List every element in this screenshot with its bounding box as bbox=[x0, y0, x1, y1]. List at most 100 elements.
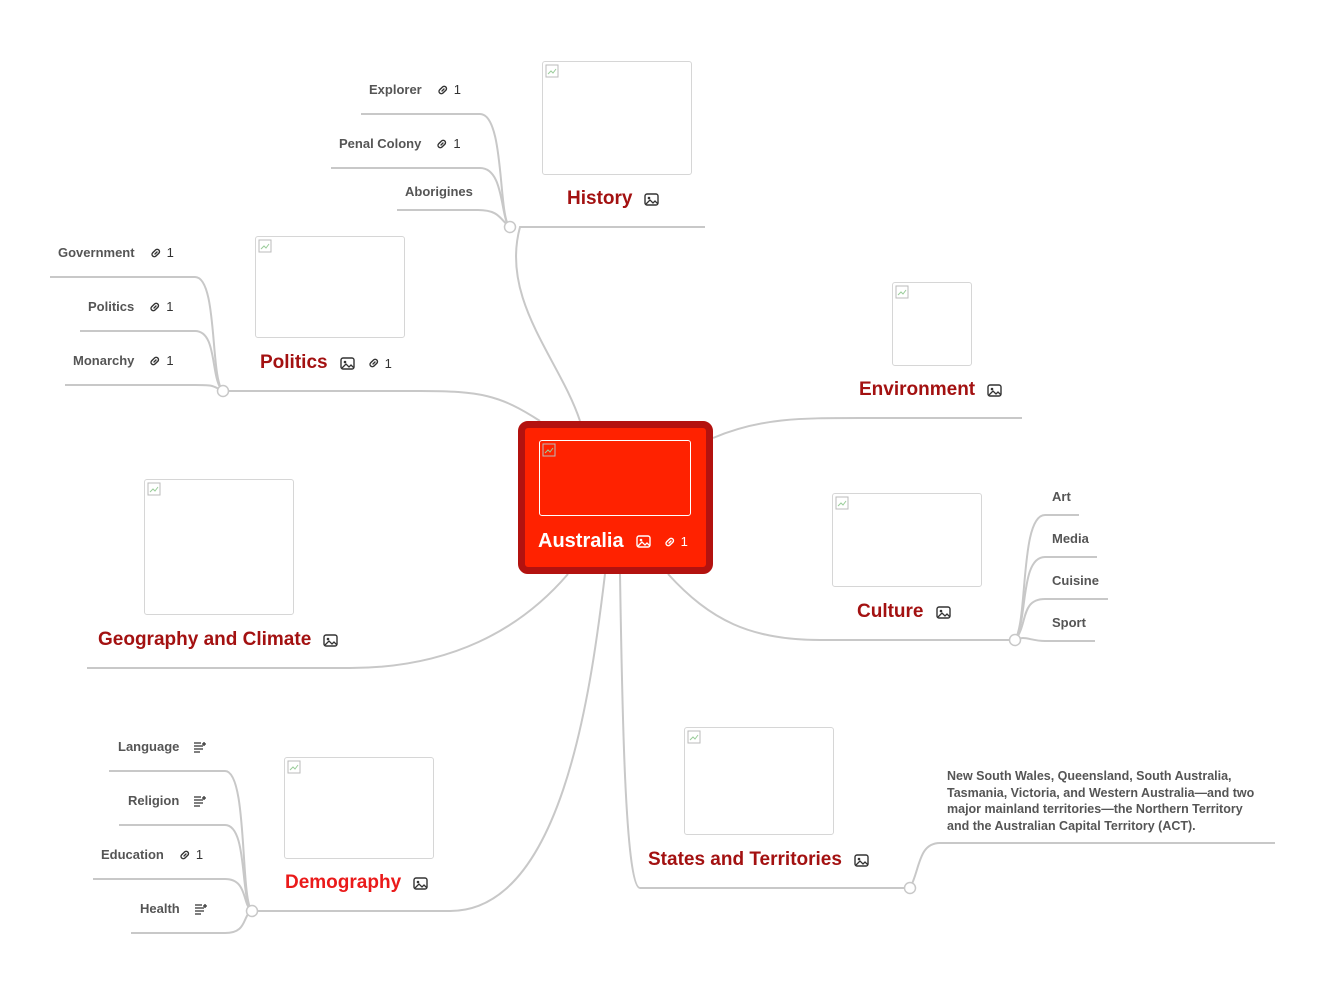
link-badge[interactable]: 1 bbox=[436, 82, 461, 97]
subtopic-cuisine[interactable]: Cuisine bbox=[1052, 573, 1099, 588]
topic-culture[interactable]: Culture bbox=[857, 601, 951, 623]
link-badge[interactable]: 1 bbox=[663, 534, 688, 549]
broken-image-icon bbox=[287, 760, 301, 774]
states-collapse-handle[interactable] bbox=[903, 881, 917, 895]
subtopic-label: Health bbox=[140, 901, 180, 916]
subtopic-label: Aborigines bbox=[405, 184, 473, 199]
link-count: 1 bbox=[453, 136, 461, 151]
subtopic-label: Language bbox=[118, 739, 180, 754]
broken-image-icon bbox=[687, 730, 701, 744]
subtopic-explorer[interactable]: Explorer 1 bbox=[369, 82, 461, 97]
link-icon bbox=[437, 139, 447, 148]
topic-label: Geography and Climate bbox=[98, 629, 312, 650]
topic-label: Environment bbox=[859, 379, 976, 400]
link-count: 1 bbox=[166, 299, 174, 314]
link-count: 1 bbox=[680, 534, 688, 549]
states-description-note[interactable]: New South Wales, Queensland, South Austr… bbox=[947, 769, 1255, 833]
topic-label: Demography bbox=[285, 872, 402, 893]
link-icon bbox=[664, 537, 674, 546]
subtopic-government[interactable]: Government 1 bbox=[58, 245, 174, 260]
broken-image-icon bbox=[147, 482, 161, 496]
link-badge[interactable]: 1 bbox=[178, 847, 203, 862]
topic-demography[interactable]: Demography bbox=[285, 872, 428, 894]
image-icon[interactable] bbox=[413, 876, 428, 890]
link-badge[interactable]: 1 bbox=[148, 299, 173, 314]
broken-image-icon bbox=[835, 496, 849, 510]
image-icon[interactable] bbox=[339, 356, 355, 370]
politics-collapse-handle[interactable] bbox=[216, 384, 230, 398]
broken-image-icon bbox=[545, 64, 559, 78]
link-badge[interactable]: 1 bbox=[149, 245, 174, 260]
image-icon[interactable] bbox=[644, 192, 660, 206]
geography-image bbox=[144, 479, 294, 615]
notes-icon[interactable] bbox=[194, 903, 208, 915]
topic-politics[interactable]: Politics 1 bbox=[260, 352, 392, 374]
link-icon bbox=[150, 248, 160, 257]
link-badge[interactable]: 1 bbox=[367, 356, 392, 371]
history-collapse-handle[interactable] bbox=[503, 220, 517, 234]
topic-label: Culture bbox=[857, 601, 924, 622]
image-icon[interactable] bbox=[323, 633, 338, 647]
environment-image bbox=[892, 282, 972, 366]
central-topic-image bbox=[539, 440, 691, 516]
subtopic-sport[interactable]: Sport bbox=[1052, 615, 1086, 630]
subtopic-monarchy[interactable]: Monarchy 1 bbox=[73, 353, 174, 368]
subtopic-label: Sport bbox=[1052, 615, 1086, 630]
link-badge[interactable]: 1 bbox=[435, 136, 461, 151]
states-image bbox=[684, 727, 834, 835]
topic-geography-and-climate[interactable]: Geography and Climate bbox=[98, 629, 338, 651]
central-topic-australia[interactable]: Australia 1 bbox=[518, 421, 713, 574]
link-icon bbox=[438, 85, 447, 94]
broken-image-icon bbox=[542, 443, 556, 457]
topic-states-and-territories[interactable]: States and Territories bbox=[648, 849, 869, 871]
subtopic-label: Explorer bbox=[369, 82, 422, 97]
link-badge[interactable]: 1 bbox=[148, 353, 174, 368]
link-icon bbox=[180, 850, 189, 859]
culture-image bbox=[832, 493, 982, 587]
topic-label: History bbox=[567, 188, 633, 209]
link-icon bbox=[150, 356, 160, 365]
subtopic-religion[interactable]: Religion bbox=[128, 793, 207, 808]
broken-image-icon bbox=[258, 239, 272, 253]
subtopic-label: Penal Colony bbox=[339, 136, 422, 151]
subtopic-label: Politics bbox=[88, 299, 135, 314]
subtopic-health[interactable]: Health bbox=[140, 901, 208, 916]
image-icon[interactable] bbox=[854, 853, 869, 867]
demography-collapse-handle[interactable] bbox=[245, 904, 259, 918]
subtopic-label: Education bbox=[101, 847, 164, 862]
image-icon[interactable] bbox=[635, 535, 651, 548]
image-icon[interactable] bbox=[935, 605, 951, 619]
link-icon bbox=[150, 302, 160, 311]
central-topic-label: Australia bbox=[538, 530, 624, 552]
notes-icon[interactable] bbox=[193, 741, 207, 753]
topic-environment[interactable]: Environment bbox=[859, 379, 1002, 401]
link-count: 1 bbox=[195, 847, 204, 862]
topic-history[interactable]: History bbox=[567, 188, 660, 210]
subtopic-label: Religion bbox=[128, 793, 180, 808]
link-count: 1 bbox=[384, 355, 392, 371]
subtopic-art[interactable]: Art bbox=[1052, 489, 1071, 504]
subtopic-label: Art bbox=[1052, 489, 1071, 504]
culture-collapse-handle[interactable] bbox=[1008, 633, 1022, 647]
broken-image-icon bbox=[895, 285, 909, 299]
subtopic-education[interactable]: Education 1 bbox=[101, 847, 203, 862]
subtopic-penal-colony[interactable]: Penal Colony 1 bbox=[339, 136, 461, 151]
subtopic-language[interactable]: Language bbox=[118, 739, 207, 754]
demography-image bbox=[284, 757, 434, 859]
topic-label: States and Territories bbox=[648, 849, 842, 870]
link-count: 1 bbox=[166, 245, 174, 260]
subtopic-label: Monarchy bbox=[73, 353, 135, 368]
subtopic-label: Cuisine bbox=[1052, 573, 1099, 588]
subtopic-aborigines[interactable]: Aborigines bbox=[405, 184, 473, 199]
history-image bbox=[542, 61, 692, 175]
link-count: 1 bbox=[453, 82, 461, 97]
image-icon[interactable] bbox=[987, 383, 1002, 397]
subtopic-politics[interactable]: Politics 1 bbox=[88, 299, 173, 314]
notes-icon[interactable] bbox=[193, 795, 207, 807]
subtopic-media[interactable]: Media bbox=[1052, 531, 1089, 546]
subtopic-label: Media bbox=[1052, 531, 1089, 546]
subtopic-label: Government bbox=[58, 245, 135, 260]
